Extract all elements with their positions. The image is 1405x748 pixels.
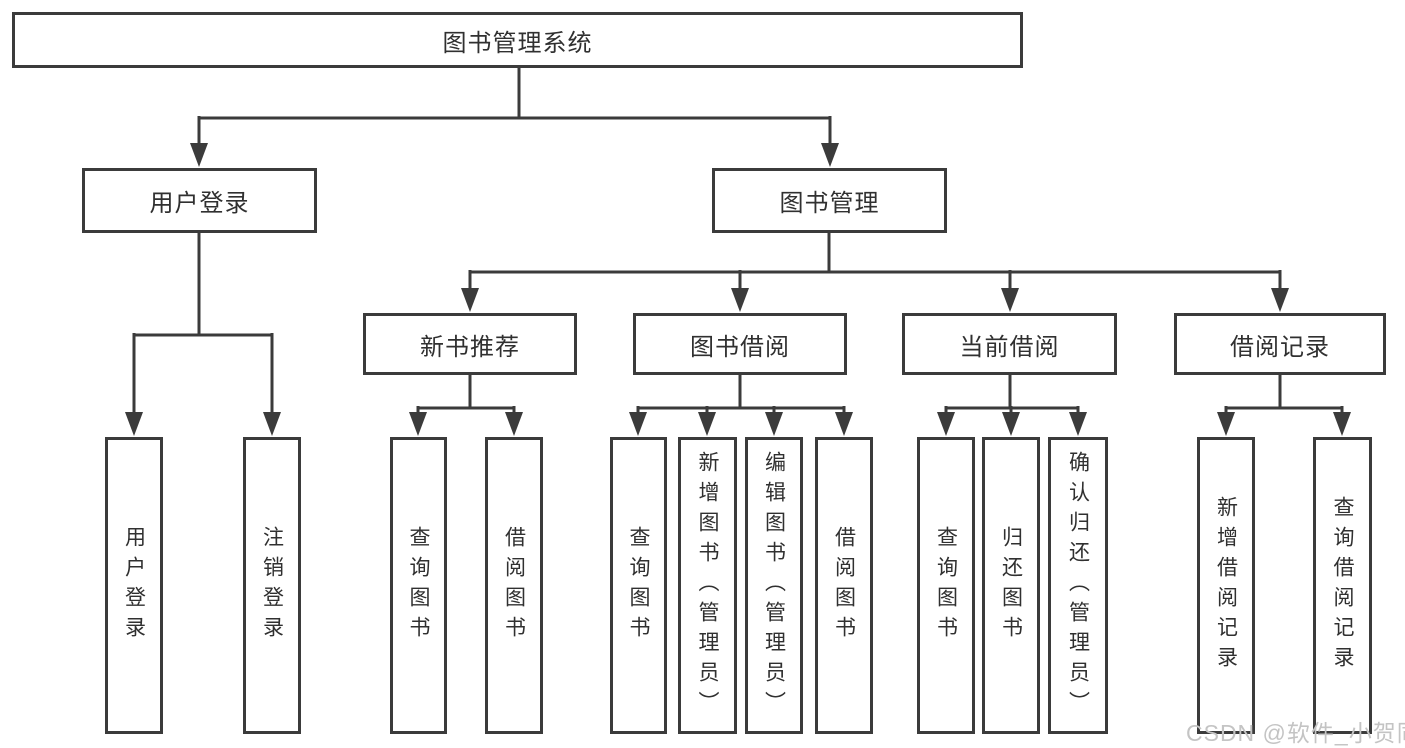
leaf-add-books-admin: 新增图书（管理员） [678, 437, 737, 734]
leaf-borrow-books: 借阅图书 [815, 437, 873, 734]
leaf-add-borrow-record: 新增借阅记录 [1197, 437, 1255, 734]
node-book-management: 图书管理 [712, 168, 947, 233]
node-book-borrowing: 图书借阅 [633, 313, 847, 375]
leaf-logout: 注销登录 [243, 437, 301, 734]
leaf-return-books: 归还图书 [982, 437, 1040, 734]
leaf-query-books-borrowing: 查询图书 [610, 437, 667, 734]
node-user-login: 用户登录 [82, 168, 317, 233]
leaf-edit-books-admin: 编辑图书（管理员） [745, 437, 803, 734]
node-borrowing-records: 借阅记录 [1174, 313, 1386, 375]
leaf-query-books-recommend: 查询图书 [390, 437, 447, 734]
arrowhead-icons [125, 143, 1351, 436]
node-root-system: 图书管理系统 [12, 12, 1023, 68]
leaf-user-login: 用户登录 [105, 437, 163, 734]
leaf-query-books-current: 查询图书 [917, 437, 975, 734]
leaf-borrow-books-recommend: 借阅图书 [485, 437, 543, 734]
leaf-query-borrow-record: 查询借阅记录 [1313, 437, 1372, 734]
node-current-borrowing: 当前借阅 [902, 313, 1117, 375]
csdn-watermark: CSDN @软件_小贺同学 [1186, 720, 1405, 746]
leaf-confirm-return-admin: 确认归还（管理员） [1048, 437, 1108, 734]
node-new-book-recommend: 新书推荐 [363, 313, 577, 375]
